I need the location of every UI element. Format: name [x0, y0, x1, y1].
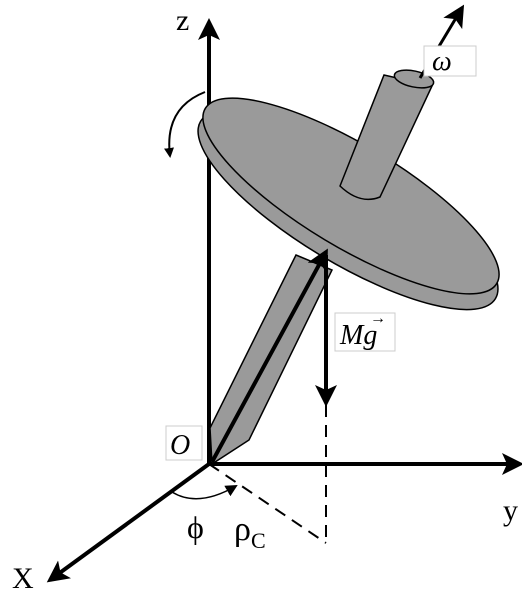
x-axis [46, 462, 211, 583]
origin-label-box [165, 425, 203, 461]
phi-angle-arc [171, 484, 238, 500]
projection-line-rho [208, 463, 327, 544]
omega-label-box [423, 45, 477, 77]
rho-label: ρC [234, 511, 266, 553]
z-axis-label: z [176, 4, 189, 37]
top-disc [202, 97, 500, 295]
rho-symbol: ρ [234, 511, 251, 548]
x-axis-label: X [12, 562, 34, 594]
top-spindle [339, 74, 434, 201]
phi-label: ϕ [187, 509, 204, 545]
omega-label: ω [432, 46, 452, 77]
rho-subscript: C [251, 528, 266, 553]
precession-arrow [164, 91, 206, 158]
center-of-mass-vector [210, 248, 328, 463]
origin-label: O [170, 430, 190, 461]
weight-force-label: Mg [339, 320, 377, 351]
weight-label-box [334, 312, 396, 352]
y-axis-label: y [503, 494, 518, 527]
spinning-top [197, 69, 500, 466]
weight-vector-accent: → [370, 310, 386, 327]
